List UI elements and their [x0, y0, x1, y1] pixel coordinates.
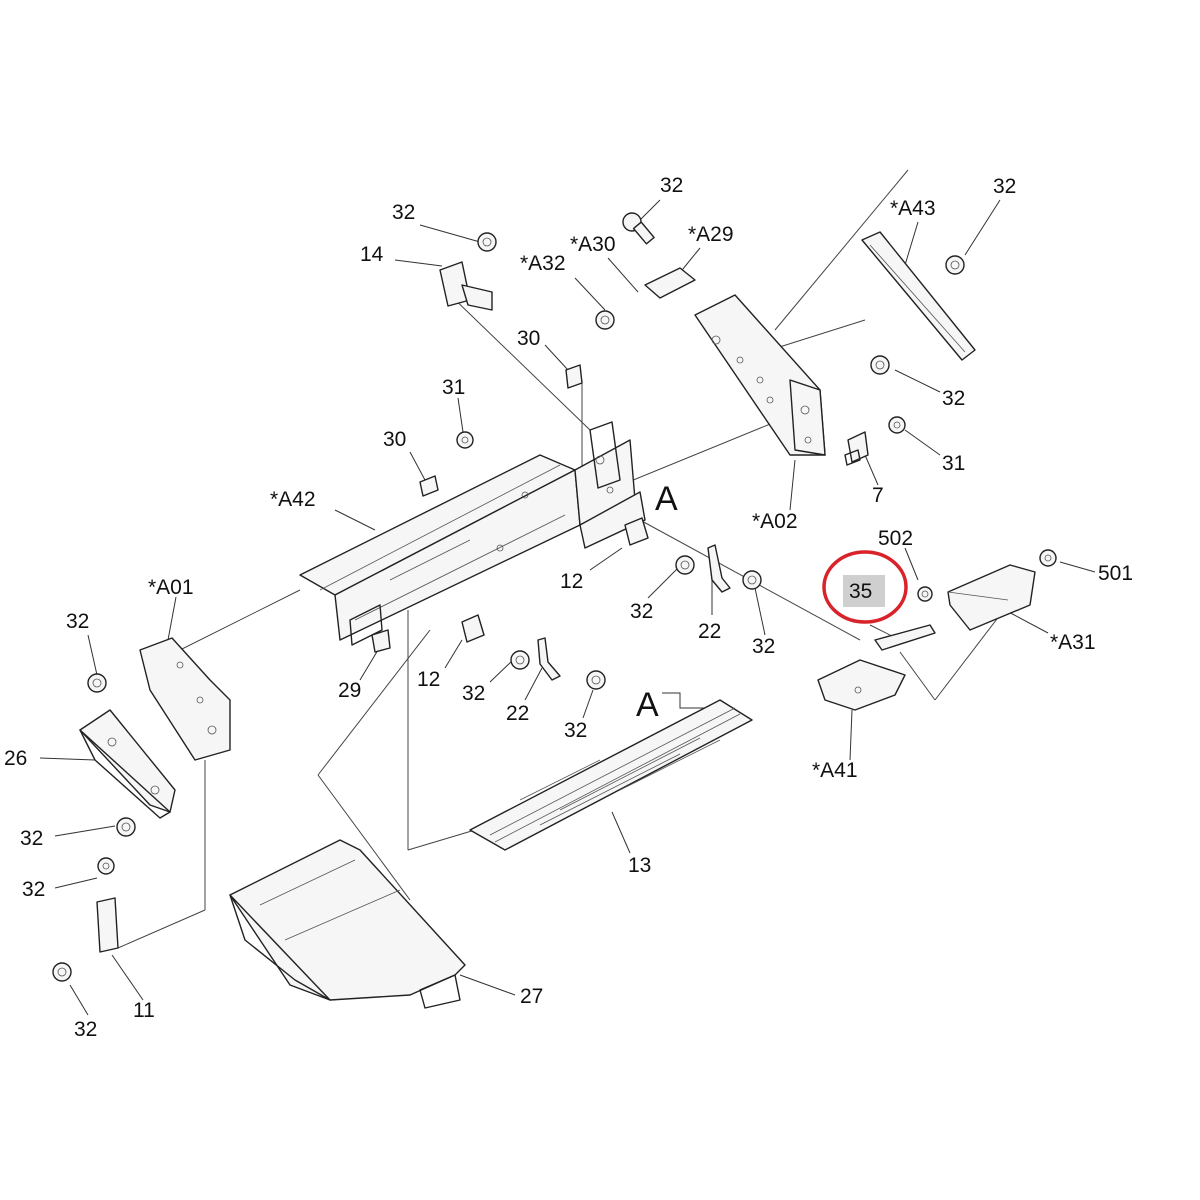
cover-27	[229, 839, 466, 1009]
callout-label: 32	[22, 878, 45, 901]
callout-label: 14	[360, 243, 384, 266]
callout-label: 30	[383, 428, 406, 451]
highlight-box	[843, 575, 885, 607]
callout-label: 32	[660, 174, 683, 197]
callout-label: 11	[133, 999, 155, 1022]
callout-label: 32	[752, 635, 775, 658]
assembly-lines	[117, 169, 1001, 949]
callout-label: 32	[564, 719, 587, 742]
screw-icon	[870, 355, 890, 375]
screw-icon	[52, 962, 72, 982]
callout-label: 32	[462, 682, 485, 705]
callout-label: *A43	[890, 197, 936, 220]
callout-label: 7	[872, 484, 884, 507]
screw-icon	[917, 586, 933, 602]
screws	[52, 212, 1057, 982]
callout-label: A	[636, 686, 659, 724]
bracket-a01	[139, 637, 231, 761]
callout-label: 12	[560, 570, 583, 593]
callout-label: A	[655, 480, 678, 518]
part-11	[96, 897, 119, 953]
callout-label: 32	[66, 610, 89, 633]
callout-label: 32	[993, 175, 1016, 198]
bracket-a41	[817, 659, 906, 711]
plate-35	[874, 624, 936, 651]
callout-label: 22	[698, 620, 721, 643]
callout-label: 31	[442, 376, 465, 399]
screw-icon	[510, 650, 530, 670]
bracket-a29	[644, 267, 696, 299]
callout-label: 30	[517, 327, 540, 350]
callout-label: 12	[417, 668, 440, 691]
callout-label: 35	[849, 580, 872, 603]
callout-label: 32	[20, 827, 43, 850]
part-7	[844, 431, 869, 466]
callout-label: *A01	[148, 576, 194, 599]
callout-label: 26	[4, 747, 27, 770]
screw-icon	[456, 431, 474, 449]
tray-13	[469, 699, 753, 851]
side-plate-a02	[694, 294, 826, 456]
part-29	[371, 629, 391, 653]
screw-icon	[87, 673, 107, 693]
screw-icon	[595, 310, 615, 330]
cover-26	[79, 709, 176, 819]
callout-label: 32	[74, 1018, 97, 1041]
screw-icon	[675, 555, 695, 575]
screw-icon	[742, 570, 762, 590]
callout-label: *A42	[270, 488, 316, 511]
screw-icon	[888, 416, 906, 434]
callout-label: 32	[942, 387, 965, 410]
callout-label: *A30	[570, 233, 616, 256]
bracket-14	[439, 261, 493, 311]
callout-label: 501	[1098, 562, 1133, 585]
callout-label: 27	[520, 985, 543, 1008]
screw-icon	[945, 255, 965, 275]
screw-icon	[116, 817, 136, 837]
callout-label: *A41	[812, 759, 858, 782]
box-a31	[947, 564, 1036, 631]
block-12	[461, 517, 649, 643]
rail-a43	[861, 231, 976, 361]
callout-label: 502	[878, 527, 913, 550]
callout-label: 29	[338, 679, 361, 702]
callout-label: 13	[628, 854, 651, 877]
callout-label: 31	[942, 452, 965, 475]
callout-label: 22	[506, 702, 529, 725]
plate-22	[537, 544, 731, 681]
clip-30	[419, 364, 583, 497]
screw-icon	[622, 212, 655, 245]
main-frame-a42	[299, 421, 646, 646]
callout-label: *A31	[1050, 631, 1096, 654]
callout-label: *A32	[520, 252, 566, 275]
screw-icon	[97, 857, 115, 875]
callout-label: 32	[630, 600, 653, 623]
callout-label: 32	[392, 201, 415, 224]
highlight-35	[822, 550, 908, 624]
screw-icon	[477, 232, 497, 252]
screw-icon	[1039, 549, 1057, 567]
callout-label: *A29	[688, 223, 734, 246]
highlight-ring	[822, 550, 908, 624]
callout-label: *A02	[752, 510, 798, 533]
callout-labels: 32 32 32 *A43 *A30 *A29 14 *A32 30 31 32…	[4, 174, 1133, 1041]
label-leaders	[39, 199, 1096, 1016]
screw-icon	[586, 670, 606, 690]
